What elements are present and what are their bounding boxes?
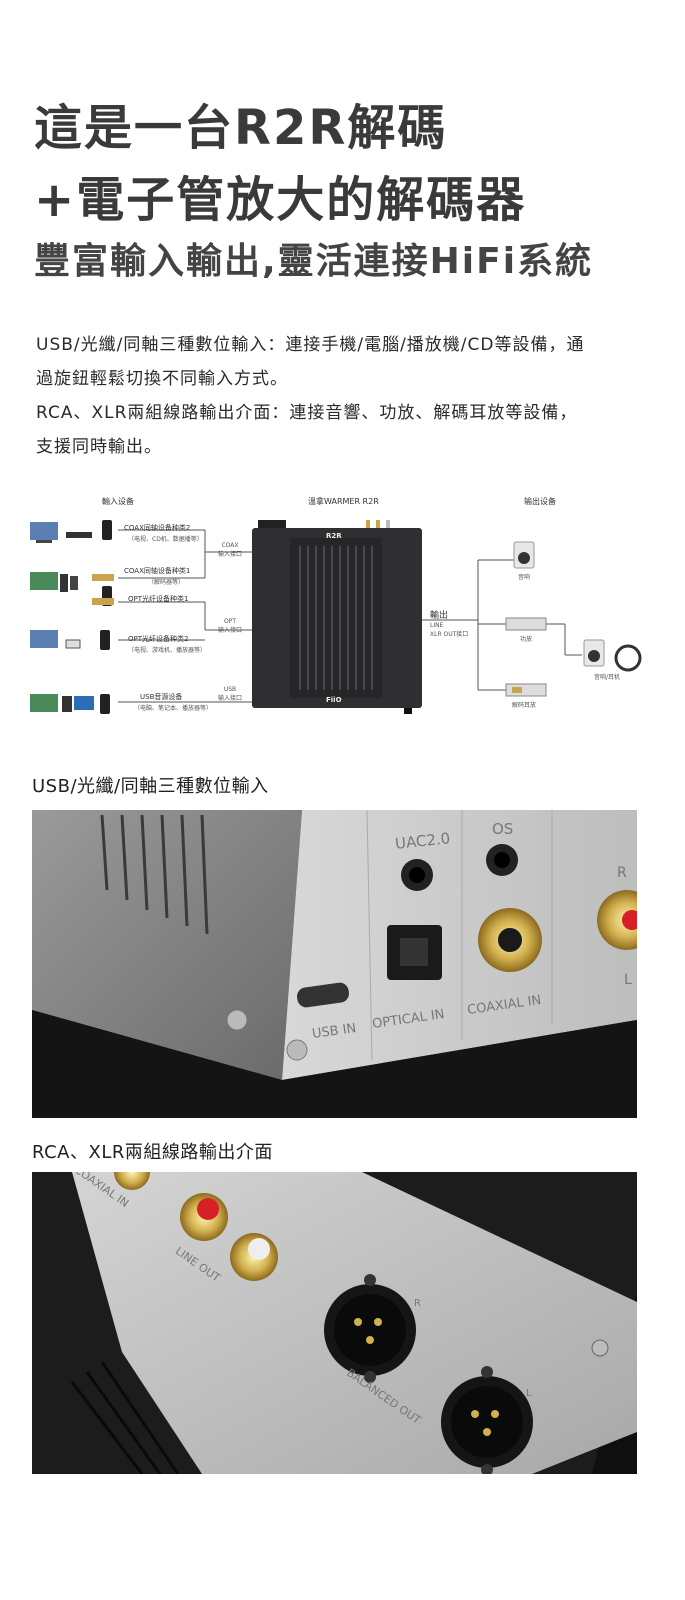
output-port-label: LINE XLR OUT接口 xyxy=(430,622,469,638)
analog-outputs-photo: COAXIAL IN LINE OUT BALANCED OUT R L xyxy=(32,1172,637,1474)
section2-title: RCA、XLR兩組線路輸出介面 xyxy=(32,1142,273,1163)
connection-lines xyxy=(118,529,582,703)
description-line-1: USB/光纖/同軸三種數位輸入：連接手機/電腦/播放機/CD等設備，通 xyxy=(36,335,585,355)
input-coax2-label: COAX同轴设备种类2 xyxy=(124,524,191,532)
headline-line-2: +電子管放大的解碼器 xyxy=(34,172,527,228)
output-label: 輸出 xyxy=(430,611,449,621)
connection-diagram: 輸入设备 溫拿WARMER R2R 输出设备 xyxy=(0,490,685,730)
description-line-4: 支援同時輸出。 xyxy=(36,437,162,457)
l-label: L xyxy=(624,972,632,988)
port-coax-label: COAX 输入接口 xyxy=(218,542,243,558)
output-amp-label: 功放 xyxy=(520,636,533,643)
digital-inputs-illustration xyxy=(32,810,637,1118)
device-logo-fiio: FiiO xyxy=(326,696,342,704)
output-devices xyxy=(505,541,642,697)
warmer-r2r-device xyxy=(252,520,422,714)
device-logo-r2r: R2R xyxy=(326,532,342,540)
os-label: OS xyxy=(492,820,514,838)
port-opt-label: OPT 输入接口 xyxy=(218,618,243,634)
description-line-2: 過旋鈕輕鬆切換不同輸入方式。 xyxy=(36,369,288,389)
section1-title: USB/光纖/同軸三種數位輸入 xyxy=(32,776,269,797)
input-coax2-sub: （电视、CD机、数据播等） xyxy=(128,536,203,543)
analog-outputs-illustration xyxy=(32,1172,637,1474)
headline-line-3: 豐富輸入輸出,靈活連接HiFi系統 xyxy=(34,241,594,282)
input-opt1-label: OPT光纤设备种类1 xyxy=(128,595,189,603)
output-speaker-label: 音响 xyxy=(518,574,531,581)
xlr-l-label: L xyxy=(526,1388,532,1399)
diagram-output-header: 输出设备 xyxy=(524,497,556,506)
xlr-r-label: R xyxy=(414,1298,421,1309)
headline-line-1: 這是一台R2R解碼 xyxy=(34,100,448,156)
input-opt2-label: OPT光纤设备种类2 xyxy=(128,635,189,643)
input-usb-sub: （电脑、笔记本、播放器等） xyxy=(134,705,213,712)
input-devices xyxy=(30,520,114,714)
input-usb-label: USB音源设备 xyxy=(140,693,183,701)
input-coax1-sub: （解码器等） xyxy=(148,579,185,586)
input-coax1-label: COAX同轴设备种类1 xyxy=(124,567,191,575)
output-speaker-headphone-label: 音响/耳机 xyxy=(594,674,621,681)
diagram-device-header: 溫拿WARMER R2R xyxy=(308,497,379,506)
port-usb-label: USB 输入接口 xyxy=(218,686,243,702)
diagram-graphics xyxy=(30,520,642,714)
diagram-input-header: 輸入设备 xyxy=(102,497,134,506)
r-label: R xyxy=(617,865,627,881)
digital-inputs-photo: UAC2.0 OS R L USB IN OPTICAL IN COAXIAL … xyxy=(32,810,637,1118)
input-opt2-sub: （电视、游戏机、播放器等） xyxy=(128,647,207,654)
output-dac-label: 解码耳放 xyxy=(512,702,537,709)
description-line-3: RCA、XLR兩組線路輸出介面：連接音響、功放、解碼耳放等設備， xyxy=(36,403,578,423)
